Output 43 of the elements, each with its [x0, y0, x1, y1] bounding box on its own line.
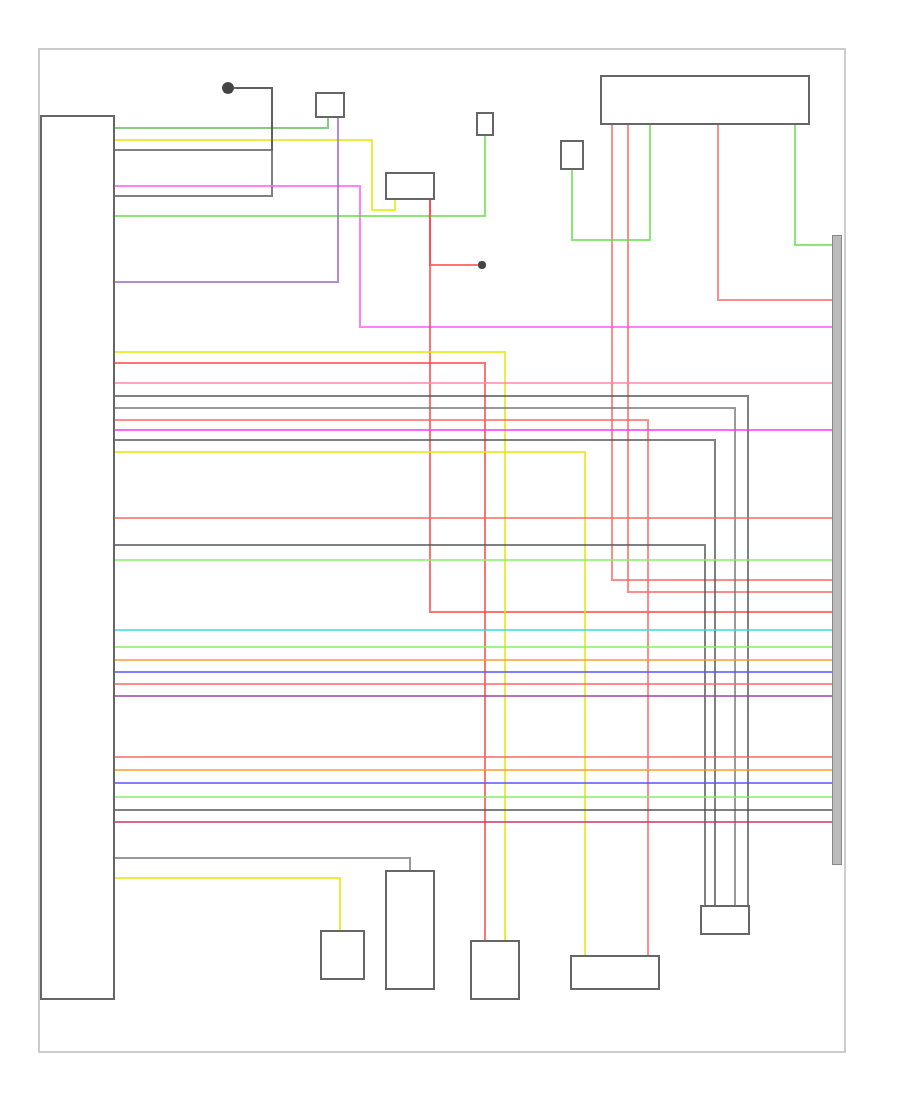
- wire: [114, 821, 833, 823]
- wire: [114, 877, 341, 931]
- wire: [114, 857, 411, 871]
- wire: [114, 683, 833, 685]
- wire: [114, 451, 586, 956]
- wire: [114, 796, 833, 798]
- wire: [114, 756, 833, 758]
- wire: [114, 419, 649, 956]
- wire: [114, 544, 706, 906]
- fuse-block: [600, 75, 810, 125]
- wire: [794, 124, 833, 246]
- wire: [571, 124, 651, 241]
- wire: [114, 382, 833, 384]
- wire: [114, 139, 396, 211]
- wire: [114, 135, 486, 217]
- wire: [429, 199, 479, 266]
- wire: [717, 124, 833, 301]
- connector-box: [315, 92, 345, 118]
- switch-box: [320, 930, 365, 980]
- wire: [114, 117, 329, 129]
- connector-box: [385, 172, 435, 200]
- switch-box: [476, 112, 494, 136]
- wire: [114, 117, 339, 283]
- connector-strip: [832, 235, 842, 865]
- control-module-box: [40, 115, 115, 1000]
- wire: [114, 517, 833, 519]
- wire: [114, 185, 833, 328]
- wire: [114, 87, 273, 197]
- junction-box: [700, 905, 750, 935]
- switch-box: [560, 140, 584, 170]
- wire: [114, 671, 833, 673]
- connector-box: [570, 955, 660, 990]
- wire: [114, 695, 833, 697]
- wire: [114, 782, 833, 784]
- wire: [114, 646, 833, 648]
- wire: [114, 629, 833, 631]
- wire: [114, 429, 833, 431]
- pump-box: [470, 940, 520, 1000]
- wire: [114, 659, 833, 661]
- wire: [114, 809, 833, 811]
- wire: [114, 769, 833, 771]
- sensor-box: [385, 870, 435, 990]
- wire: [114, 559, 833, 561]
